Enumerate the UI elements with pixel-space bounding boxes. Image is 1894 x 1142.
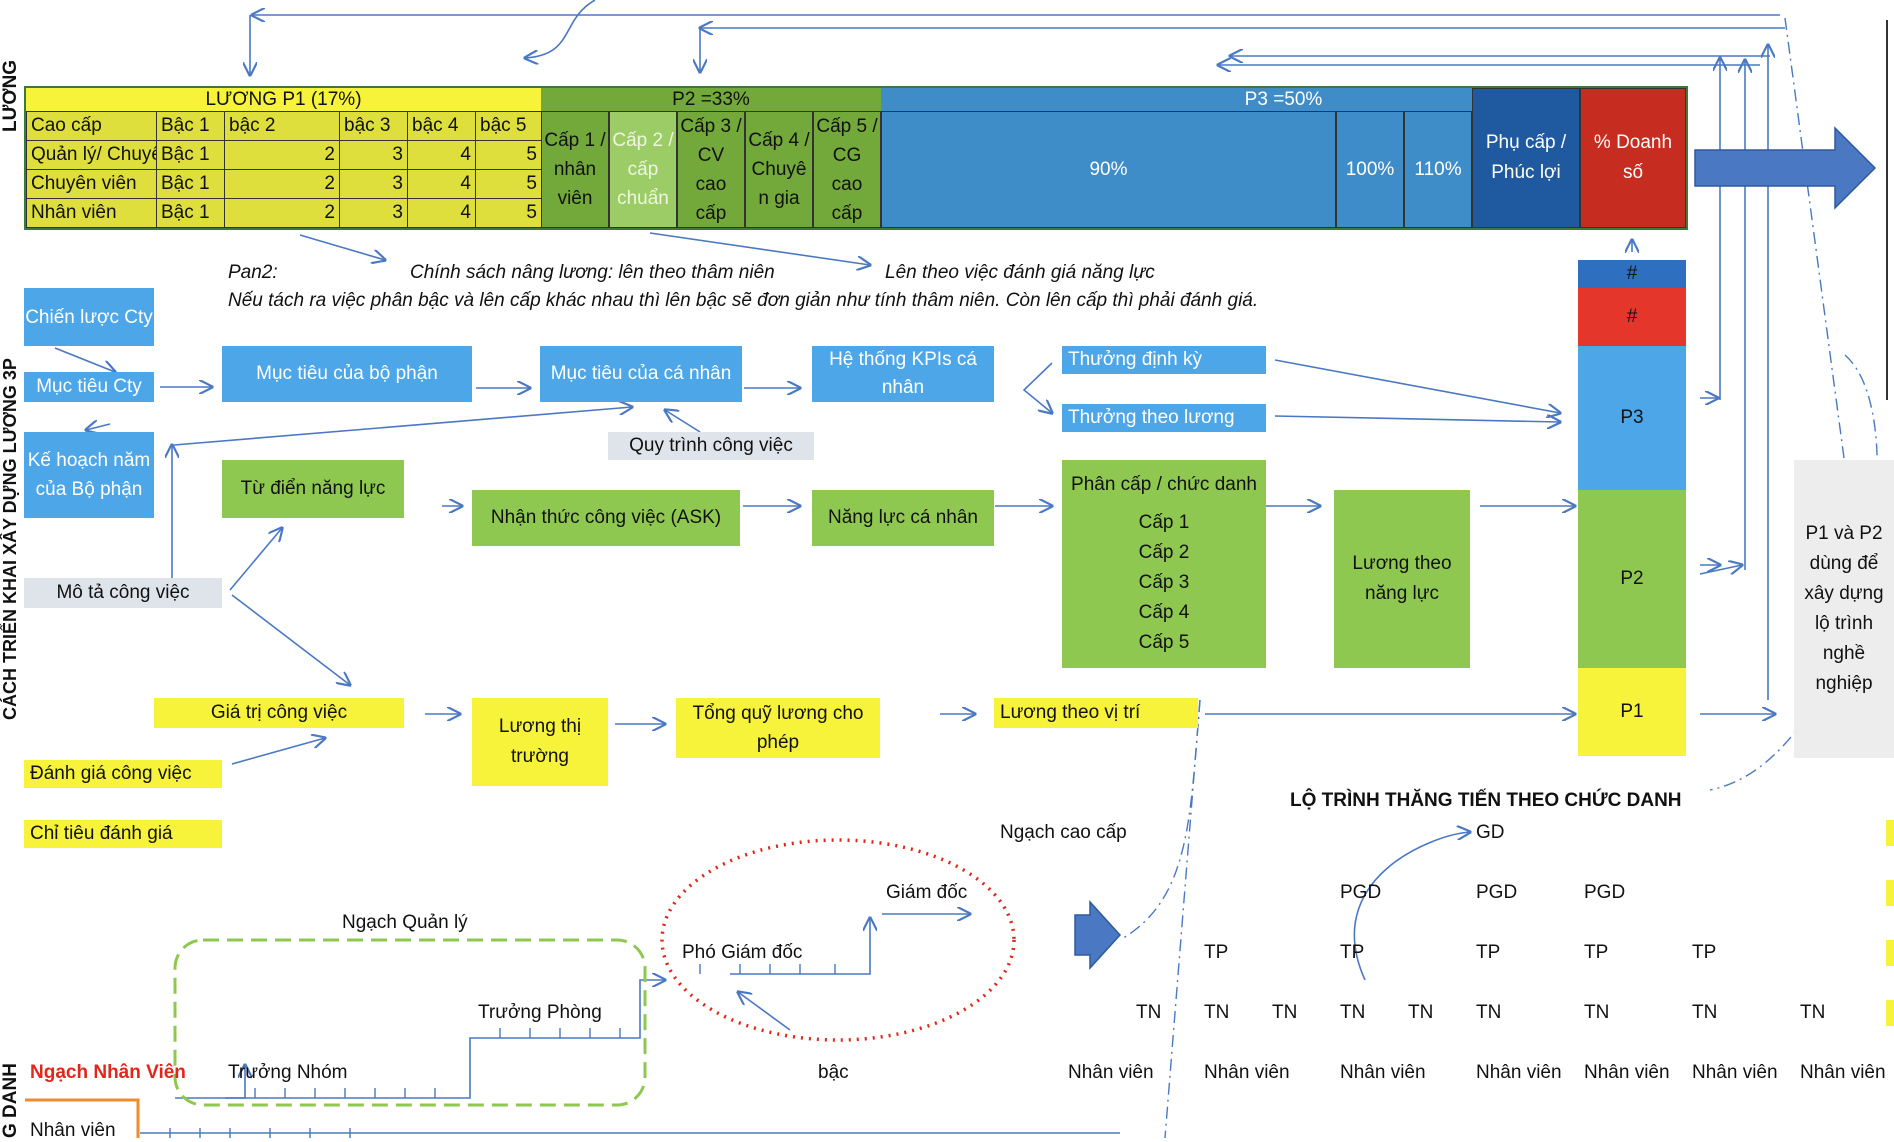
mo-ta-box: Mô tả công việc bbox=[24, 578, 222, 608]
grid-gd: GD bbox=[1476, 822, 1505, 843]
salary-table: Cao cấp Bậc 1 bậc 2 bậc 3 bậc 4 bậc 5 Qu… bbox=[26, 111, 542, 228]
edge-mark bbox=[1886, 940, 1894, 966]
pan2-eval: Lên theo việc đánh giá năng lực bbox=[885, 262, 1155, 283]
p3-bar: P3 bbox=[1578, 346, 1686, 490]
chien-luoc-box: Chiến lược Cty bbox=[24, 288, 154, 346]
vi-tri-box: Lương theo vị trí bbox=[994, 698, 1198, 728]
tu-dien-box: Từ điển năng lực bbox=[222, 460, 404, 518]
cap4-cell: Cấp 4 / Chuyên gia bbox=[745, 111, 813, 228]
thuong-dinh-ky-box: Thưởng định kỳ bbox=[1062, 346, 1266, 374]
grid-pgd: PGD bbox=[1476, 882, 1518, 903]
grid-tn: TN bbox=[1340, 1002, 1366, 1023]
ngach-nhan-vien: Ngạch Nhân Viên bbox=[30, 1062, 186, 1083]
cap-list: Cấp 1 Cấp 2 Cấp 3 Cấp 4 Cấp 5 bbox=[1062, 508, 1266, 658]
salary-frame bbox=[24, 86, 1688, 230]
row-nhan-vien: Nhân viên bbox=[26, 198, 157, 228]
ngach-cao-cap: Ngạch cao cấp bbox=[1000, 822, 1127, 843]
cap-item: Cấp 3 bbox=[1138, 572, 1190, 593]
ask-box: Nhận thức công việc (ASK) bbox=[472, 490, 740, 546]
grid-tn: TN bbox=[1136, 1002, 1162, 1023]
cap-item: Cấp 1 bbox=[1138, 512, 1190, 533]
p-hash-red: # bbox=[1578, 288, 1686, 346]
p3-90-cell: 90% bbox=[881, 111, 1336, 228]
cap2-cell: Cấp 2 / cấp chuẩn bbox=[609, 111, 677, 228]
edge-mark bbox=[1886, 820, 1894, 846]
phan-cap-box: Phân cấp / chức danh Cấp 1 Cấp 2 Cấp 3 C… bbox=[1062, 460, 1266, 668]
grid-tp: TP bbox=[1476, 942, 1501, 963]
big-right-arrow bbox=[1694, 126, 1877, 210]
chi-tieu-box: Chỉ tiêu đánh giá bbox=[24, 820, 222, 848]
grid-nv: Nhân viên bbox=[1204, 1062, 1290, 1083]
p3-110-cell: 110% bbox=[1404, 111, 1472, 228]
p3-100-cell: 100% bbox=[1336, 111, 1404, 228]
doanhso-cell: % Doanh số bbox=[1580, 88, 1686, 228]
edge-mark bbox=[1886, 880, 1894, 906]
luong-nang-luc-box: Lương theo năng lực bbox=[1334, 490, 1470, 668]
p1p2-note-box: P1 và P2 dùng để xây dựng lộ trình nghề … bbox=[1794, 460, 1894, 758]
muc-tieu-bp-box: Mục tiêu của bộ phận bbox=[222, 346, 472, 402]
gia-tri-box: Giá trị công việc bbox=[154, 698, 404, 728]
ke-hoach-box: Kế hoạch năm của Bộ phận bbox=[24, 432, 154, 518]
grid-nv: Nhân viên bbox=[1068, 1062, 1154, 1083]
truong-phong: Trưởng Phòng bbox=[478, 1002, 602, 1023]
cap-item: Cấp 5 bbox=[1138, 632, 1190, 653]
giam-doc: Giám đốc bbox=[886, 882, 968, 903]
col-cao-cap: Cao cấp bbox=[26, 111, 157, 141]
pan2-note: Nếu tách ra việc phân bậc và lên cấp khá… bbox=[228, 290, 1259, 311]
pan2-policy: Chính sách nâng lương: lên theo thâm niê… bbox=[410, 262, 775, 283]
row-quan-ly: Quản lý/ Chuyên bbox=[26, 140, 157, 170]
grid-tn: TN bbox=[1476, 1002, 1502, 1023]
grid-nv: Nhân viên bbox=[1340, 1062, 1426, 1083]
grid-tn: TN bbox=[1408, 1002, 1434, 1023]
p1-header: LƯƠNG P1 (17%) bbox=[26, 88, 541, 111]
row-chuyen-vien: Chuyên viên bbox=[26, 169, 157, 199]
thi-truong-box: Lương thị trường bbox=[472, 698, 608, 786]
phucap-cell: Phụ cấp / Phúc lợi bbox=[1472, 88, 1580, 228]
cap3-cell: Cấp 3 / CV cao cấp bbox=[677, 111, 745, 228]
edge-mark bbox=[1886, 1000, 1894, 1026]
grid-nv: Nhân viên bbox=[1584, 1062, 1670, 1083]
grid-tn: TN bbox=[1204, 1002, 1230, 1023]
p2-header: P2 =33% bbox=[541, 88, 881, 111]
small-right-arrow bbox=[1074, 900, 1122, 970]
truong-nhom: Trưởng Nhóm bbox=[228, 1062, 348, 1083]
p1-bar: P1 bbox=[1578, 668, 1686, 756]
p2-bar: P2 bbox=[1578, 490, 1686, 668]
phan-cap-title: Phân cấp / chức danh bbox=[1071, 474, 1257, 495]
thuong-luong-box: Thưởng theo lương bbox=[1062, 404, 1266, 432]
pan2-label: Pan2: bbox=[228, 262, 278, 283]
grid-tn: TN bbox=[1800, 1002, 1826, 1023]
ngach-quan-ly: Ngạch Quản lý bbox=[342, 912, 468, 933]
cap1-cell: Cấp 1 / nhân viên bbox=[541, 111, 609, 228]
tong-quy-box: Tổng quỹ lương cho phép bbox=[676, 698, 880, 758]
grid-nv: Nhân viên bbox=[1476, 1062, 1562, 1083]
grid-nv: Nhân viên bbox=[1692, 1062, 1778, 1083]
grid-tn: TN bbox=[1272, 1002, 1298, 1023]
cap-item: Cấp 4 bbox=[1138, 602, 1190, 623]
career-title: LỘ TRÌNH THĂNG TIẾN THEO CHỨC DANH bbox=[1290, 790, 1682, 811]
grid-pgd: PGD bbox=[1584, 882, 1626, 903]
nhan-vien-bottom: Nhân viên bbox=[30, 1120, 116, 1141]
grid-tp: TP bbox=[1584, 942, 1609, 963]
quy-trinh-box: Quy trình công việc bbox=[608, 432, 814, 460]
cap-item: Cấp 2 bbox=[1138, 542, 1190, 563]
grid-tn: TN bbox=[1692, 1002, 1718, 1023]
grid-tn: TN bbox=[1584, 1002, 1610, 1023]
pho-giam-doc: Phó Giám đốc bbox=[682, 942, 803, 963]
kpi-box: Hệ thống KPIs cá nhân bbox=[812, 346, 994, 402]
edge-table bbox=[1886, 20, 1894, 400]
grid-nv: Nhân viên bbox=[1800, 1062, 1886, 1083]
nang-luc-box: Năng lực cá nhân bbox=[812, 490, 994, 546]
grid-tp: TP bbox=[1340, 942, 1365, 963]
muc-tieu-cn-box: Mục tiêu của cá nhân bbox=[540, 346, 742, 402]
p-hash-blue: # bbox=[1578, 260, 1686, 288]
grid-pgd: PGD bbox=[1340, 882, 1382, 903]
grid-tp: TP bbox=[1692, 942, 1717, 963]
bac-label: bậc bbox=[818, 1062, 849, 1083]
muc-tieu-cty-box: Mục tiêu Cty bbox=[24, 372, 154, 402]
cap5-cell: Cấp 5 / CG cao cấp bbox=[813, 111, 881, 228]
danh-gia-box: Đánh giá công việc bbox=[24, 760, 222, 788]
grid-tp: TP bbox=[1204, 942, 1229, 963]
